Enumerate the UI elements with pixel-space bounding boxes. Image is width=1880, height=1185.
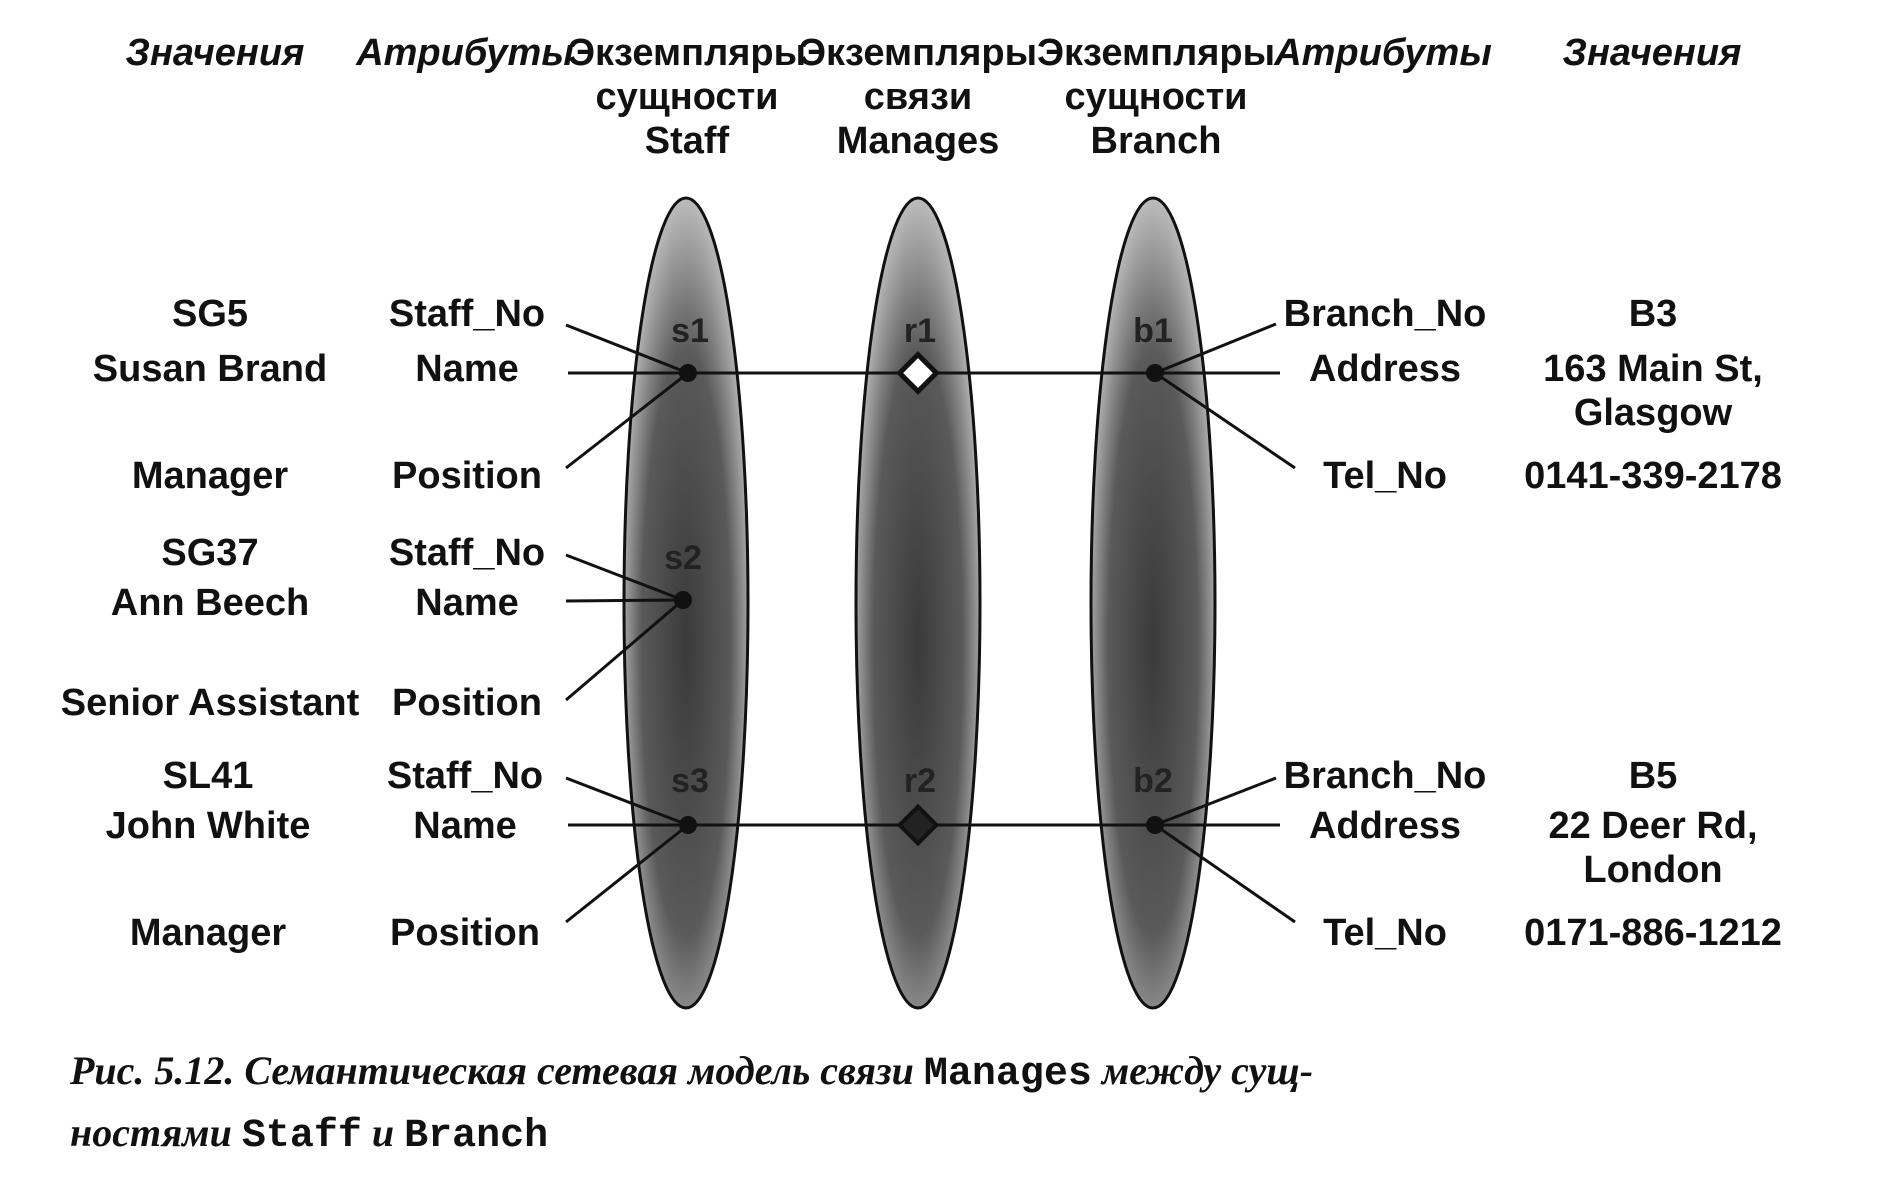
- staff2-attr-position: Position: [392, 682, 542, 724]
- header-values-right: Значения: [1563, 32, 1742, 74]
- branch1-value-telno: 0141-339-2178: [1524, 455, 1782, 497]
- node-label-b2: b2: [1133, 762, 1173, 800]
- header-staff-line1: Экземпляры: [568, 32, 806, 74]
- branch2-attr-address: Address: [1309, 805, 1461, 847]
- node-label-r2: r2: [904, 762, 936, 800]
- staff3-value-name: John White: [106, 805, 311, 847]
- node-label-b1: b1: [1133, 312, 1173, 350]
- caption-code1: Manages: [924, 1052, 1092, 1097]
- node-b2: [1146, 816, 1164, 834]
- staff2-value-position: Senior Assistant: [61, 682, 360, 724]
- branch1-value-branchno: B3: [1629, 293, 1678, 335]
- staff2-attr-staffno: Staff_No: [389, 532, 545, 574]
- figure-caption-line1: Рис. 5.12. Семантическая сетевая модель …: [69, 1048, 1313, 1097]
- staff1-attr-name: Name: [415, 348, 519, 390]
- branch-spokes: [1154, 322, 1296, 924]
- staff1-attr-position: Position: [392, 455, 542, 497]
- branch1-attr-address: Address: [1309, 348, 1461, 390]
- node-s2: [674, 591, 692, 609]
- branch2-value-branchno: B5: [1629, 755, 1678, 797]
- staff2-attr-name: Name: [415, 582, 519, 624]
- branch2-attr-branchno: Branch_No: [1284, 755, 1487, 797]
- branch2-value-address-line1: 22 Deer Rd,: [1548, 805, 1757, 847]
- branch-ellipse: [1089, 196, 1217, 1010]
- staff3-attr-staffno: Staff_No: [387, 755, 543, 797]
- node-s1: [679, 364, 697, 382]
- caption-line2b: и: [362, 1110, 404, 1155]
- caption-code3: Branch: [404, 1114, 548, 1159]
- node-label-s1: s1: [671, 312, 709, 350]
- manages-ellipse: [854, 196, 982, 1010]
- node-label-s2: s2: [664, 539, 702, 577]
- branch2-value-telno: 0171-886-1212: [1524, 912, 1782, 954]
- node-label-r1: r1: [904, 312, 936, 350]
- staff1-value-name: Susan Brand: [93, 348, 327, 390]
- branch1-value-address-line2: Glasgow: [1574, 392, 1733, 434]
- header-manages-line3: Manages: [837, 120, 1000, 162]
- caption-part1: Рис. 5.12. Семантическая сетевая модель …: [69, 1048, 924, 1093]
- node-r2: [896, 803, 940, 847]
- node-b1: [1146, 364, 1164, 382]
- caption-code2: Staff: [242, 1114, 362, 1159]
- node-s3: [679, 816, 697, 834]
- staff1-value-staffno: SG5: [172, 293, 248, 335]
- staff-spokes: [565, 323, 689, 924]
- node-r1: [896, 351, 940, 395]
- branch1-attr-telno: Tel_No: [1323, 455, 1447, 497]
- header-branch-line3: Branch: [1091, 120, 1222, 162]
- header-values-left: Значения: [126, 32, 305, 74]
- header-staff-line2: сущности: [595, 76, 778, 118]
- staff3-attr-position: Position: [390, 912, 540, 954]
- header-staff-line3: Staff: [645, 120, 730, 162]
- staff2-value-name: Ann Beech: [111, 582, 309, 624]
- header-attrs-right: Атрибуты: [1273, 32, 1492, 74]
- branch2-value-address-line2: London: [1583, 849, 1722, 891]
- branch1-attr-branchno: Branch_No: [1284, 293, 1487, 335]
- header-attrs-left: Атрибуты: [355, 32, 574, 74]
- node-label-s3: s3: [671, 762, 709, 800]
- header-branch-line2: сущности: [1064, 76, 1247, 118]
- caption-part2: между сущ-: [1092, 1048, 1313, 1093]
- caption-line2a: ностями: [70, 1110, 242, 1155]
- staff3-value-staffno: SL41: [163, 755, 254, 797]
- staff2-value-staffno: SG37: [161, 532, 258, 574]
- header-branch-line1: Экземпляры: [1037, 32, 1275, 74]
- header-manages-line2: связи: [864, 76, 972, 118]
- staff3-value-position: Manager: [130, 912, 286, 954]
- figure-caption-line2: ностями Staff и Branch: [70, 1110, 548, 1159]
- staff1-value-position: Manager: [132, 455, 288, 497]
- staff3-attr-name: Name: [413, 805, 517, 847]
- branch2-attr-telno: Tel_No: [1323, 912, 1447, 954]
- branch1-value-address-line1: 163 Main St,: [1543, 348, 1763, 390]
- staff1-attr-staffno: Staff_No: [389, 293, 545, 335]
- header-manages-line1: Экземпляры: [799, 32, 1037, 74]
